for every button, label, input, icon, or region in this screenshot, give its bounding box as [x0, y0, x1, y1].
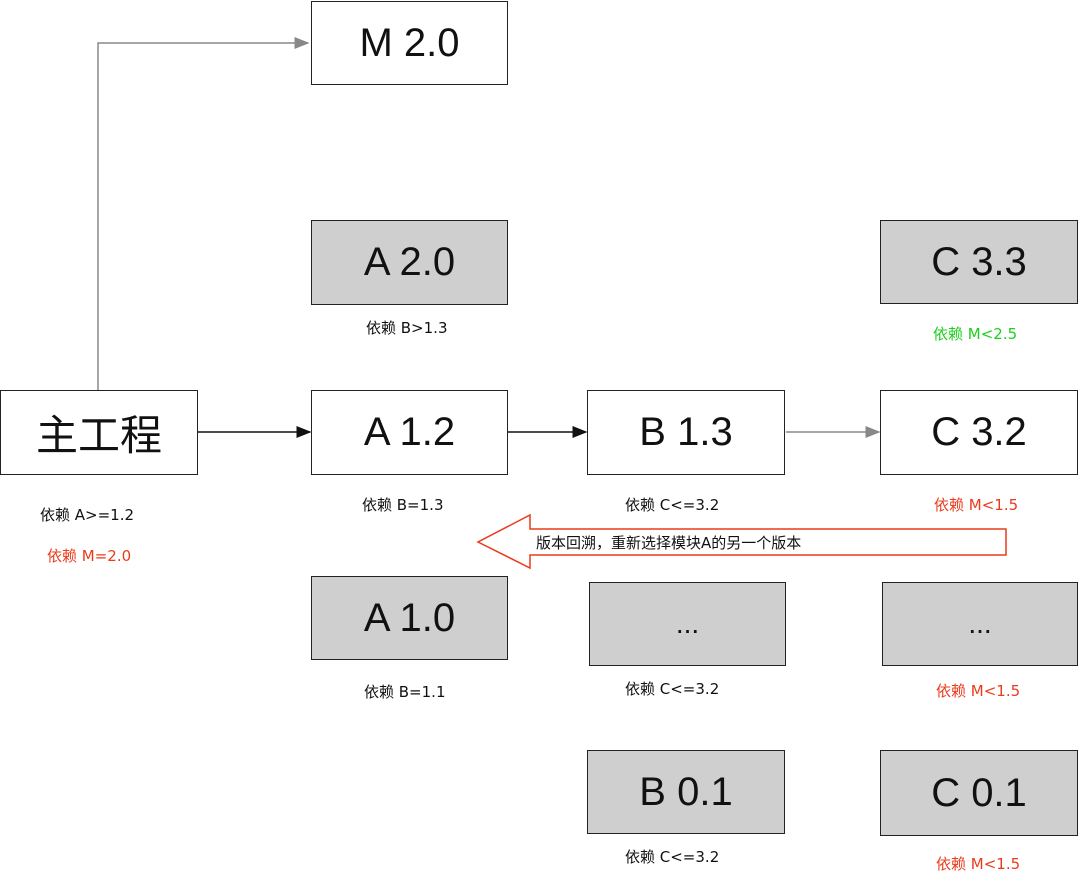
backtrack-callout-text: 版本回溯，重新选择模块A的另一个版本	[536, 534, 802, 552]
label-c33-dep: 依赖 M<2.5	[933, 325, 1018, 343]
label-main-dep-m: 依赖 M=2.0	[47, 547, 132, 565]
node-main-project: 主工程	[0, 390, 198, 475]
node-c01: C 0.1	[880, 750, 1078, 836]
edge-main-to-m20	[97, 37, 310, 390]
node-b13: B 1.3	[587, 390, 785, 475]
node-a12: A 1.2	[311, 390, 508, 475]
label-a20-dep: 依赖 B>1.3	[366, 319, 448, 337]
node-b01: B 0.1	[587, 750, 785, 834]
label-a12-dep: 依赖 B=1.3	[362, 496, 444, 514]
backtrack-arrow	[476, 513, 1007, 570]
label-c32-dep: 依赖 M<1.5	[934, 496, 1019, 514]
label-b13-dep: 依赖 C<=3.2	[625, 496, 720, 514]
label-b-more-dep: 依赖 C<=3.2	[625, 680, 720, 698]
label-c-more-dep: 依赖 M<1.5	[936, 682, 1021, 700]
node-a10: A 1.0	[311, 576, 508, 660]
node-m20: M 2.0	[311, 1, 508, 85]
node-c32: C 3.2	[880, 390, 1078, 475]
label-a10-dep: 依赖 B=1.1	[364, 683, 446, 701]
label-main-dep-a: 依赖 A>=1.2	[40, 506, 135, 524]
node-b-more: ...	[589, 582, 786, 666]
node-c-more: ...	[882, 582, 1078, 666]
node-a20: A 2.0	[311, 220, 508, 305]
label-b01-dep: 依赖 C<=3.2	[625, 848, 720, 866]
label-c01-dep: 依赖 M<1.5	[936, 855, 1021, 873]
node-c33: C 3.3	[880, 220, 1078, 304]
